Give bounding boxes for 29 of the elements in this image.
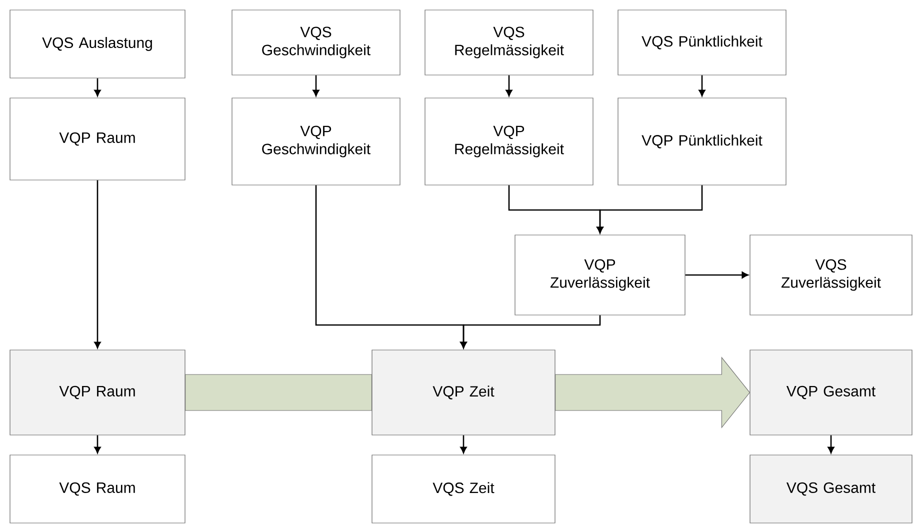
process-box: VQP Zuverlässigkeit [514, 234, 686, 316]
process-box: VQP Raum [10, 350, 186, 436]
process-box: VQS Zuverlässigkeit [750, 234, 912, 316]
process-box: VQS Raum [10, 454, 186, 524]
process-box: VQS Pünktlichkeit [618, 10, 786, 76]
arrow [94, 78, 101, 96]
process-box: VQS Regelmässigkeit [424, 10, 594, 76]
process-box: VQP Pünktlichkeit [618, 98, 786, 186]
arrow [94, 180, 101, 348]
process-box: VQP Geschwindigkeit [232, 98, 400, 186]
process-box: VQP Raum [10, 98, 186, 180]
arrow [312, 75, 320, 96]
arrow [828, 435, 834, 454]
arrow [506, 75, 512, 96]
arrow [94, 435, 101, 454]
arrow [698, 75, 706, 96]
process-box: VQS Geschwindigkeit [232, 10, 400, 76]
process-box: VQS Auslastung [10, 10, 186, 78]
process-box: VQP Zeit [372, 350, 556, 436]
process-box: VQP Gesamt [750, 350, 912, 436]
process-box: VQP Regelmässigkeit [424, 98, 594, 186]
process-box: VQS Gesamt [750, 454, 912, 524]
arrow [685, 272, 748, 278]
process-box: VQS Zeit [372, 454, 556, 524]
block-arrow [555, 356, 750, 428]
arrow [460, 315, 601, 348]
arrow [460, 435, 467, 454]
block-arrow [185, 374, 372, 411]
arrow [596, 185, 703, 234]
